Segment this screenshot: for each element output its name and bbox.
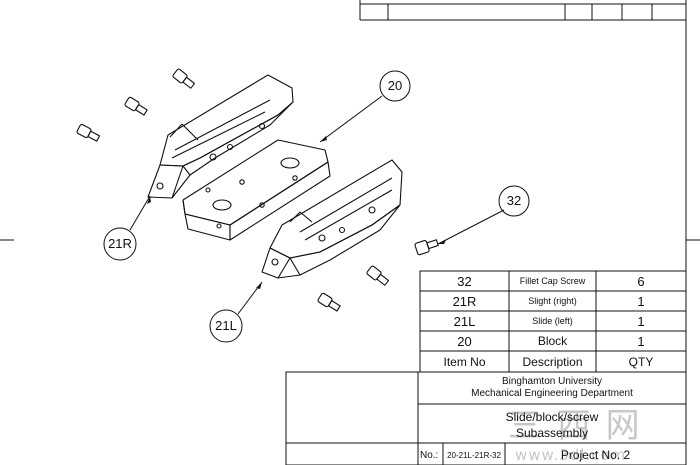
bom-row-1-item: 32 — [457, 273, 472, 289]
bom-row-3-qty: 1 — [637, 313, 645, 329]
bom-row-4-item: 20 — [457, 333, 472, 349]
bom-row-2-qty: 1 — [637, 293, 645, 309]
bom-row-4-qty: 1 — [637, 333, 645, 349]
balloon-32: 32 — [506, 193, 522, 208]
watermark-cn: 三 西 网 — [508, 406, 642, 446]
bom-row-1-description: Fillet Cap Screw — [519, 276, 586, 286]
bom-row-2-description: Slight (right) — [528, 296, 577, 306]
bom-header-description: Description — [522, 354, 583, 369]
drawing-number: 20-21L-21R-32 — [447, 450, 501, 460]
bom-row-1-qty: 6 — [637, 273, 645, 289]
bom-row-3-description: Slide (left) — [532, 316, 573, 326]
bom-row-2-item: 21R — [452, 293, 477, 309]
bom-header-qty: QTY — [628, 354, 654, 369]
org-line-2: Mechanical Engineering Department — [471, 387, 633, 399]
drawing-no-label: No.: — [420, 449, 439, 461]
watermark-url: www.3dl.com — [515, 446, 627, 464]
balloon-20: 20 — [387, 78, 403, 93]
bom-row-3-item: 21L — [453, 313, 476, 329]
balloon-21r: 21R — [108, 236, 132, 251]
org-line-1: Binghamton University — [501, 375, 603, 387]
drawing-title-line-1: Slide/block/screw — [505, 410, 599, 424]
drawing-title-line-2: Subassembly — [515, 426, 589, 440]
balloon-21l: 21L — [215, 318, 237, 333]
bom-header-item: Item No — [443, 354, 486, 369]
bom-row-4-description: Block — [537, 334, 568, 348]
project-number: Project No. 2 — [560, 448, 631, 462]
